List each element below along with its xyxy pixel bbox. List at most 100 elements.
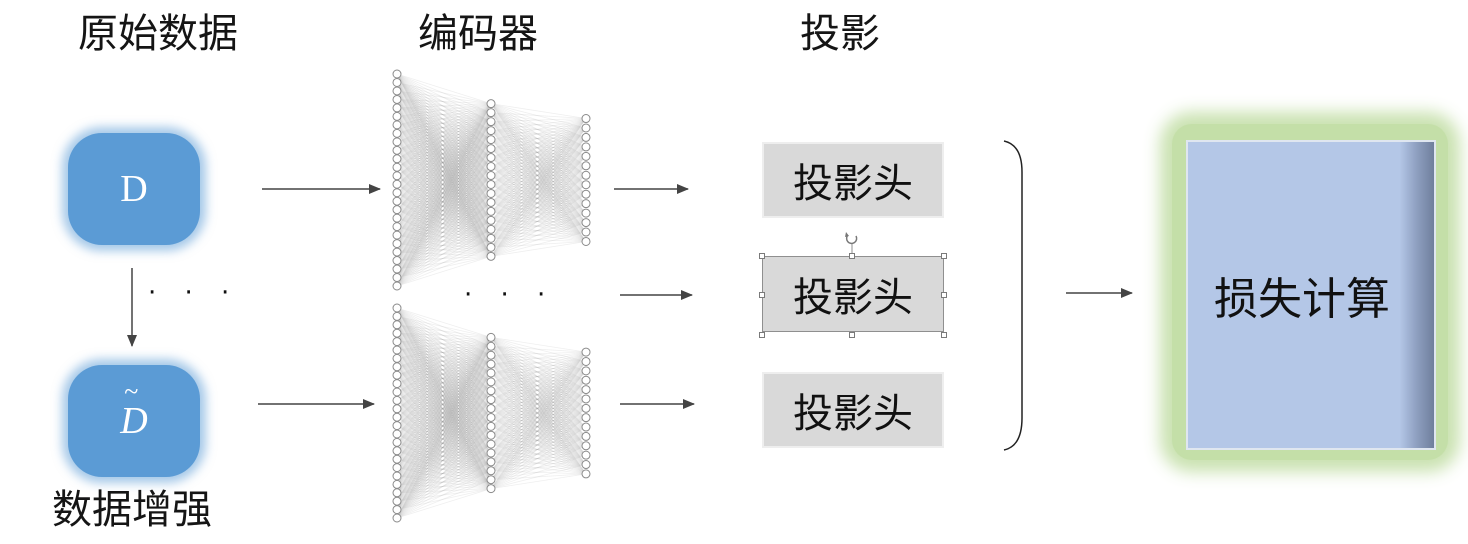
network-edge <box>396 358 492 374</box>
network-edge <box>396 354 492 502</box>
network-edge <box>396 193 492 270</box>
network-edge <box>490 399 587 447</box>
network-edge <box>396 363 492 435</box>
network-edge <box>490 118 587 176</box>
resize-handle[interactable] <box>941 292 947 298</box>
network-edge <box>396 475 492 489</box>
projection-head-bottom[interactable]: 投影头 <box>762 372 944 448</box>
network-edge <box>396 141 492 221</box>
network-edge <box>396 470 492 485</box>
network-edge <box>396 324 492 409</box>
resize-handle[interactable] <box>849 332 855 338</box>
network-edge <box>396 103 492 134</box>
network-edge <box>396 341 492 392</box>
loss-computation-box[interactable]: 损失计算 <box>1186 140 1436 450</box>
network-edge <box>396 112 492 210</box>
network-edge <box>396 479 492 510</box>
network-edge <box>396 390 492 468</box>
network-edge <box>490 436 587 481</box>
network-edge <box>396 358 492 463</box>
network-edge <box>396 400 492 445</box>
network-node <box>392 120 402 130</box>
network-edge <box>396 316 492 480</box>
network-edge <box>490 354 587 381</box>
network-edge <box>396 372 492 494</box>
network-edge <box>396 121 492 210</box>
network-edge <box>396 399 492 443</box>
network-edge <box>396 175 492 257</box>
network-edge <box>490 351 587 454</box>
network-edge <box>396 183 492 230</box>
network-edge <box>490 370 587 374</box>
network-edge <box>490 390 587 419</box>
network-edge <box>490 156 587 239</box>
network-edge <box>490 337 587 475</box>
network-edge <box>396 139 492 168</box>
network-edge <box>490 184 587 194</box>
network-edge <box>490 203 587 248</box>
network-edge <box>490 118 587 132</box>
network-edge <box>396 166 492 219</box>
network-edge <box>396 103 492 278</box>
network-edge <box>396 130 492 278</box>
network-edge <box>396 354 492 418</box>
network-edge <box>490 137 587 257</box>
network-edge <box>396 408 492 472</box>
network-node <box>392 103 402 113</box>
network-edge <box>396 107 492 140</box>
network-edge <box>396 434 492 502</box>
network-edge <box>396 90 492 158</box>
network-edge <box>490 148 587 186</box>
network-node <box>392 404 402 414</box>
network-edge <box>490 398 587 418</box>
network-edge <box>396 383 492 427</box>
network-edge <box>396 209 492 212</box>
network-edge <box>490 425 587 475</box>
network-edge <box>396 408 492 418</box>
network-edge <box>396 399 492 494</box>
network-node <box>392 196 402 206</box>
network-edge <box>490 452 587 475</box>
resize-handle[interactable] <box>941 253 947 259</box>
network-edge <box>490 212 587 221</box>
network-edge <box>396 372 492 384</box>
resize-handle[interactable] <box>759 292 765 298</box>
network-edge <box>396 107 492 230</box>
network-edge <box>396 345 492 393</box>
network-edge <box>396 442 492 481</box>
network-edge <box>490 193 587 242</box>
network-edge <box>396 246 492 278</box>
network-edge <box>490 354 587 419</box>
network-edge <box>490 222 587 248</box>
network-edge <box>396 372 492 485</box>
resize-handle[interactable] <box>849 253 855 259</box>
network-edge <box>396 148 492 160</box>
network-edge <box>396 399 492 502</box>
network-edge <box>396 307 492 400</box>
resize-handle[interactable] <box>759 332 765 338</box>
network-edge <box>396 238 492 287</box>
resize-handle[interactable] <box>759 253 765 259</box>
projection-head-top[interactable]: 投影头 <box>762 142 944 218</box>
network-edge <box>396 90 492 257</box>
projection-head-middle[interactable]: 投影头 <box>762 256 944 332</box>
network-edge <box>396 358 492 392</box>
network-edge <box>490 139 587 195</box>
resize-handle[interactable] <box>941 332 947 338</box>
network-edge <box>490 118 587 230</box>
network-node <box>486 430 496 440</box>
network-edge <box>396 226 492 248</box>
network-edge <box>490 112 587 129</box>
network-edge <box>490 137 587 239</box>
network-edge <box>396 381 492 510</box>
network-edge <box>396 175 492 244</box>
network-edge <box>490 345 587 428</box>
network-node <box>581 356 591 366</box>
network-edge <box>396 103 492 287</box>
network-edge <box>396 390 492 401</box>
network-edge <box>396 391 492 472</box>
network-edge <box>490 165 587 230</box>
network-edge <box>490 443 587 456</box>
network-edge <box>490 461 587 475</box>
network-edge <box>490 354 587 447</box>
